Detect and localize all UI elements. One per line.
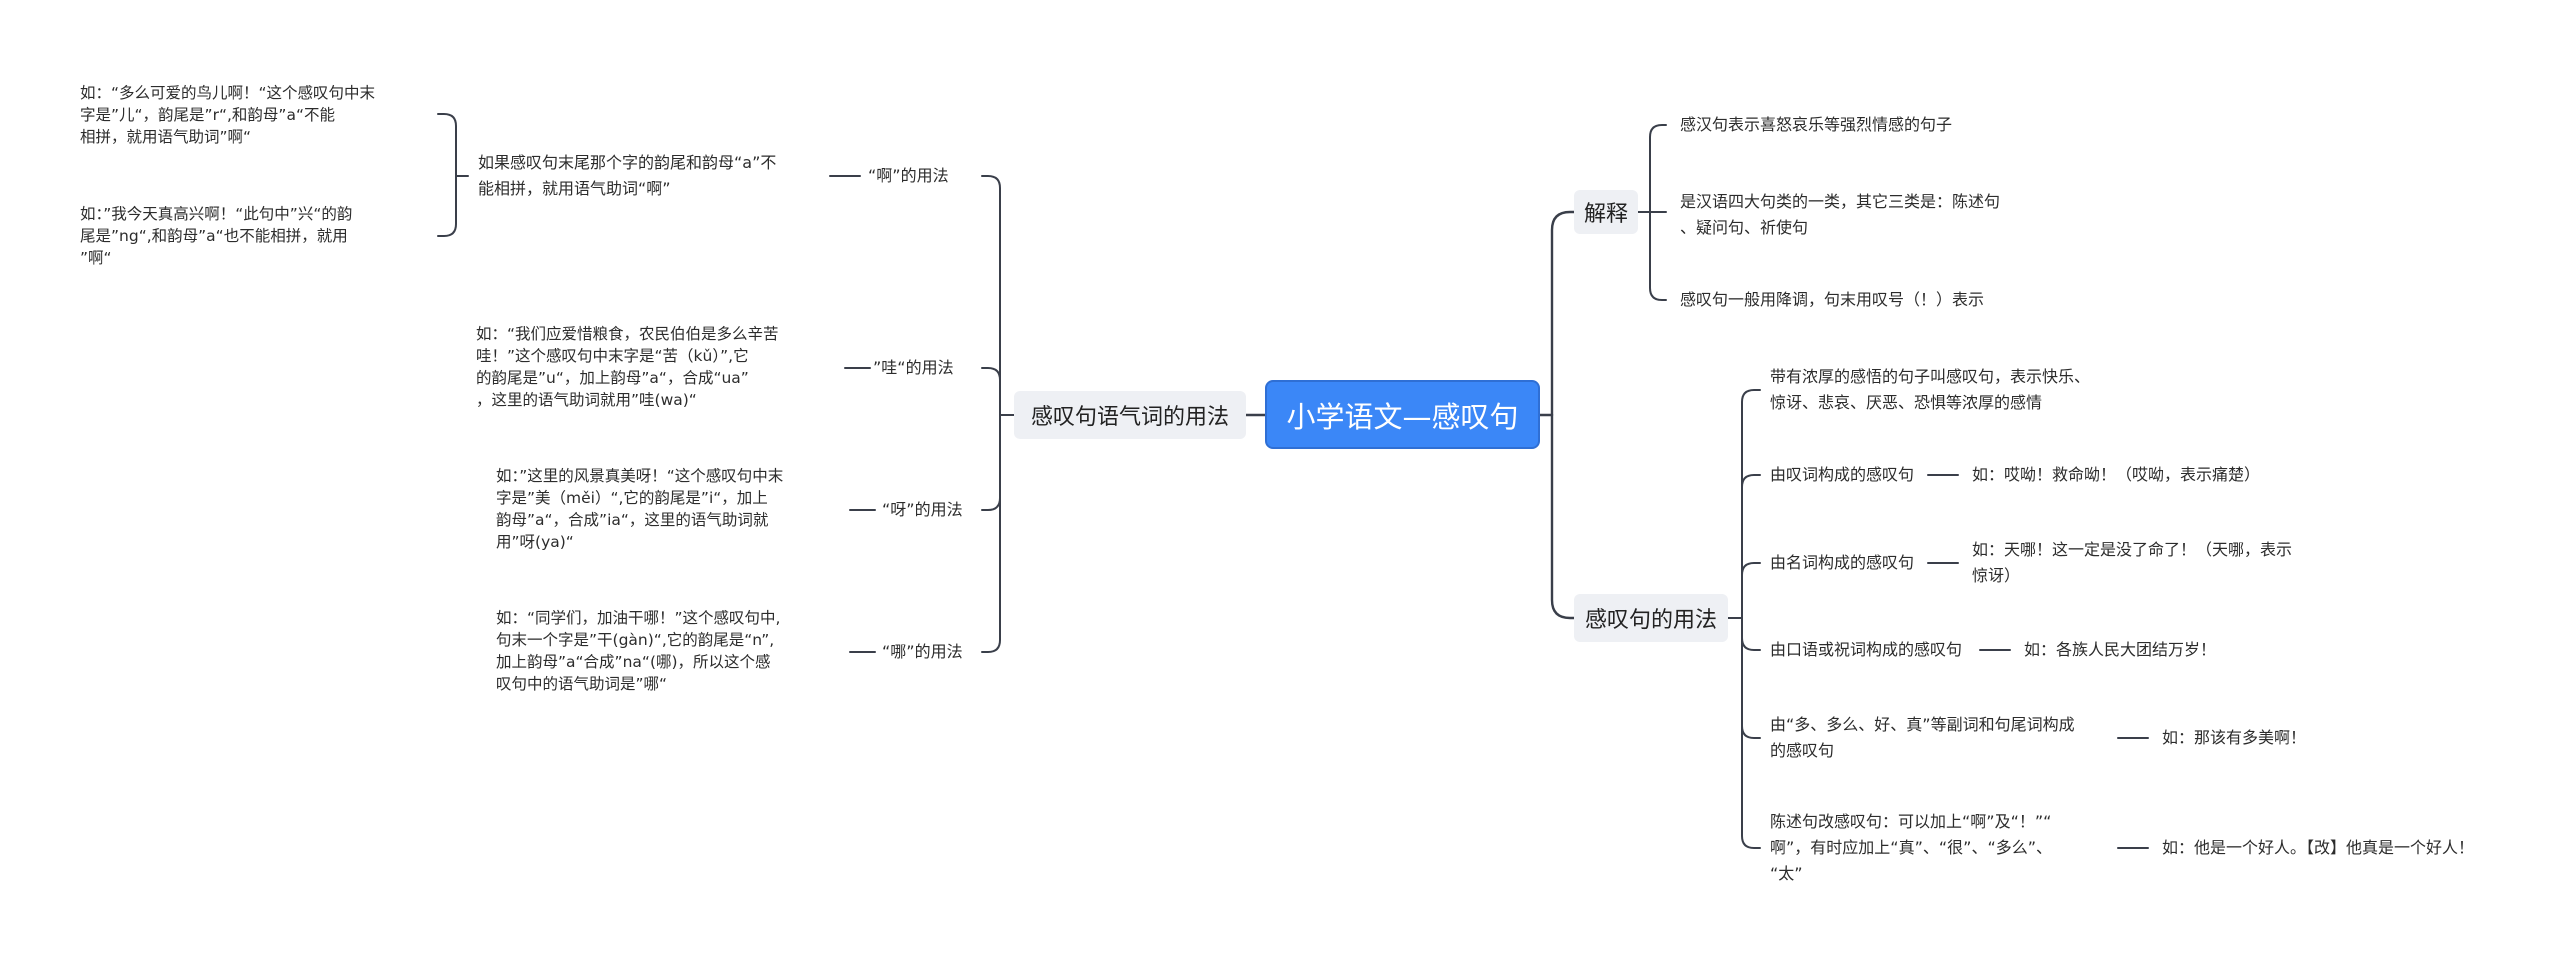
particle-wa-example: 如：“我们应爱惜粮食，农民伯伯是多么辛苦 哇！”这个感叹句中末字是“苦（kǔ）”… [476,325,779,409]
particle-a-rule: 如果感叹句末尾那个字的韵尾和韵母“a”不 能相拼，就用语气助词“啊” [478,153,777,198]
particle-ya-example: 如：”这里的风景真美呀！“这个感叹句中末 字是”美（měi）“,它的韵尾是”i“… [496,467,784,551]
explain-item-1: 感汉句表示喜怒哀乐等强烈情感的句子 [1680,115,1953,134]
usage-example-3: 如：天哪！这一定是没了命了！（天哪，表示 惊讶） [1972,540,2293,585]
particle-na-label: “哪”的用法 [882,642,963,661]
usage-example-6: 如：他是一个好人。【改】他真是一个好人！ [2162,838,2475,857]
particle-a-label: “啊”的用法 [868,166,949,185]
usage-example-5: 如：那该有多美啊！ [2162,728,2307,747]
branch-particles[interactable]: 感叹句语气词的用法 [1014,391,1246,439]
usage-item-4: 由口语或祝词构成的感叹句 [1770,640,1963,659]
particle-wa-label: ”哇“的用法 [873,358,954,377]
particle-a-example-2: 如：”我今天真高兴啊！“此句中”兴“的韵 尾是”ng“,和韵母”a“也不能相拼，… [80,205,353,267]
root-topic[interactable]: 小学语文—感叹句 [1265,380,1540,449]
usage-item-2: 由叹词构成的感叹句 [1770,465,1915,484]
branch-explain[interactable]: 解释 [1574,190,1638,234]
usage-item-3: 由名词构成的感叹句 [1770,553,1915,572]
usage-example-2: 如：哎呦！救命呦！（哎呦，表示痛楚） [1972,465,2261,484]
explain-item-2: 是汉语四大句类的一类，其它三类是：陈述句 、疑问句、祈使句 [1680,192,2001,237]
usage-item-6: 陈述句改感叹句：可以加上“啊”及“！”“ 啊”，有时应加上“真”、“很”、“多么… [1770,812,2053,883]
particle-a-example-1: 如：“多么可爱的鸟儿啊！“这个感叹句中末 字是”儿“，韵尾是”r“,和韵母”a“… [80,84,376,146]
usage-example-4: 如：各族人民大团结万岁！ [2024,640,2217,659]
usage-item-1: 带有浓厚的感悟的句子叫感叹句，表示快乐、 惊讶、悲哀、厌恶、恐惧等浓厚的感情 [1770,367,2091,412]
branch-usage[interactable]: 感叹句的用法 [1574,594,1728,642]
particle-ya-label: “呀”的用法 [882,500,963,519]
usage-item-5: 由“多、多么、好、真”等副词和句尾词构成 的感叹句 [1770,715,2075,760]
explain-item-3: 感叹句一般用降调，句末用叹号（！）表示 [1680,290,1985,309]
particle-na-example: 如：“同学们，加油干哪！”这个感叹句中, 句末一个字是”干(gàn)“,它的韵尾… [496,609,781,693]
